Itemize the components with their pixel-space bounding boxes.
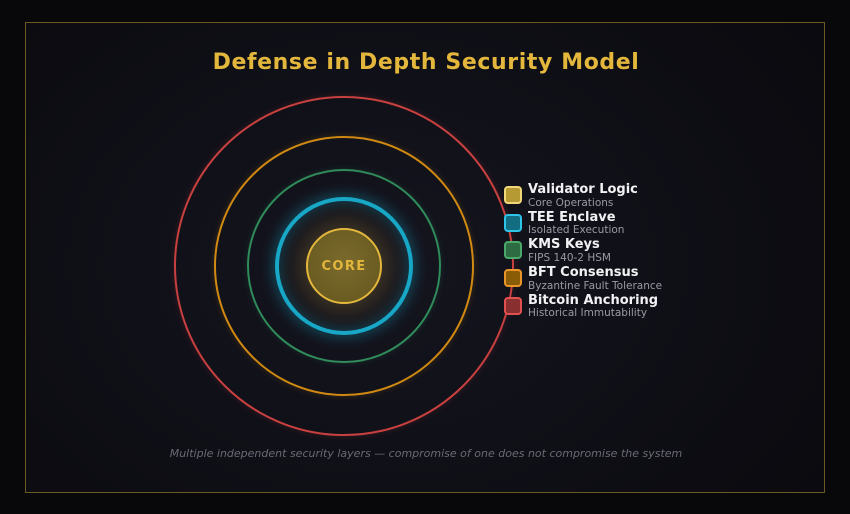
legend-item-label: Bitcoin Anchoring [528,292,659,308]
legend-swatch-icon [504,296,522,315]
core-label: CORE [321,258,367,274]
legend-item-label: TEE Enclave [528,209,616,225]
legend-item-sublabel: Core Operations [528,196,614,209]
legend-item-label: Validator Logic [528,182,638,197]
legend-swatch-icon [504,241,522,260]
legend-item-label: KMS Keys [528,237,600,253]
legend-swatch-icon [504,268,522,287]
legend-item-sublabel: Historical Immutability [528,307,648,320]
page-title: Defense in Depth Security Model [212,50,640,75]
diagram-panel: Defense in Depth Security Model CORE Val… [25,22,825,493]
legend-item-sublabel: FIPS 140-2 HSM [528,251,611,264]
legend-swatch-icon [504,186,522,204]
legend-swatch-icon [504,213,522,232]
legend-item-sublabel: Isolated Execution [528,224,625,237]
diagram-caption: Multiple independent security layers — c… [169,447,683,460]
legend-item-label: BFT Consensus [528,264,639,280]
legend-item-sublabel: Byzantine Fault Tolerance [528,279,663,292]
core-disc: CORE [306,228,382,304]
